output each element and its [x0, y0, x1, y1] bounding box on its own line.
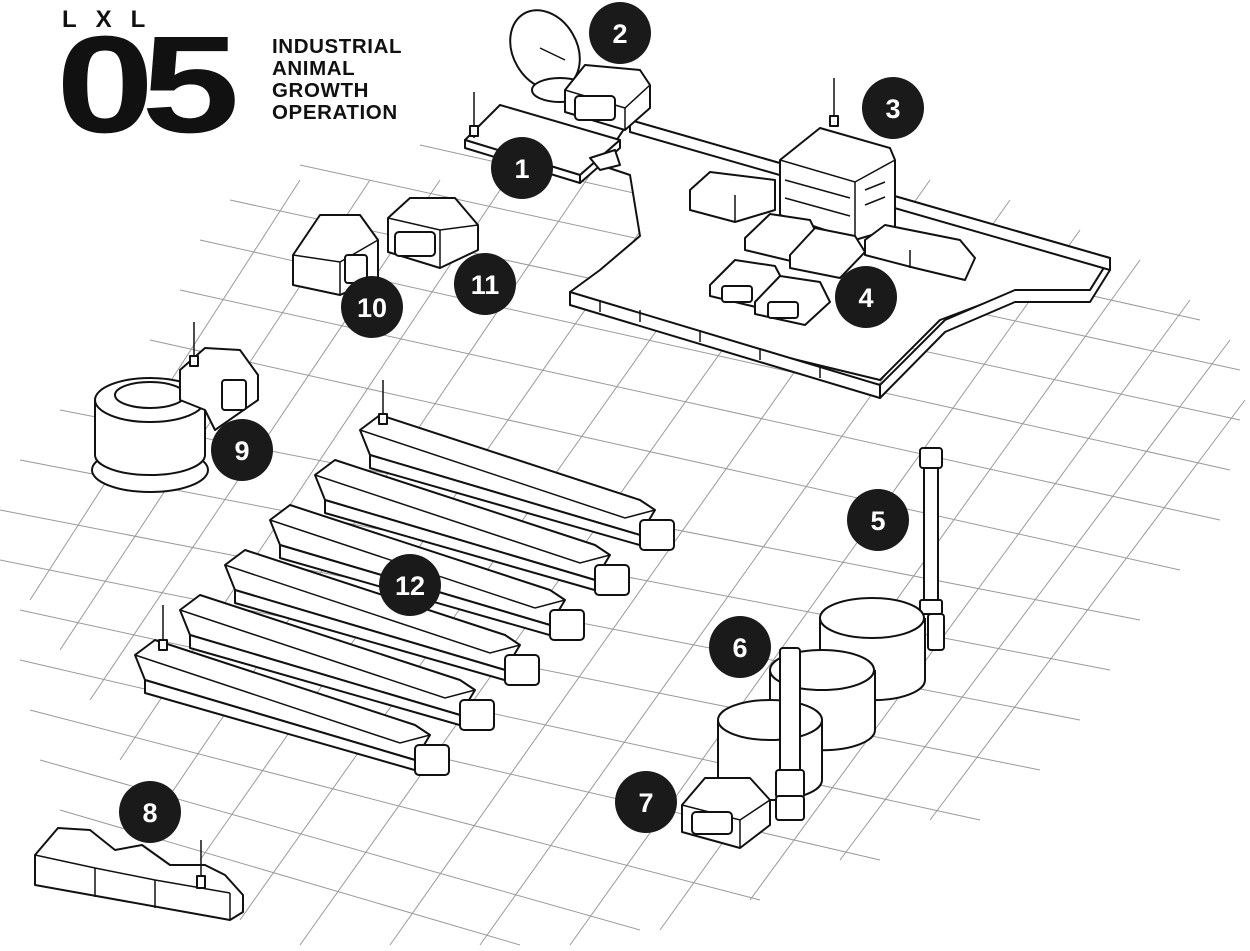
building-2-satellite-shed — [509, 9, 651, 131]
marker-label: 11 — [471, 270, 500, 300]
marker-5: 5 — [847, 489, 909, 551]
marker-8: 8 — [119, 781, 181, 843]
marker-label: 4 — [858, 283, 873, 313]
marker-7: 7 — [615, 771, 677, 833]
building-3-tower-block — [689, 78, 976, 281]
marker-label: 6 — [732, 633, 747, 663]
series-label: LXL — [62, 6, 165, 33]
marker-badge — [862, 77, 924, 139]
marker-label: 9 — [234, 436, 249, 466]
marker-10: 10 — [341, 276, 403, 338]
marker-badge — [119, 781, 181, 843]
marker-badge — [589, 2, 651, 64]
building-10-shed — [292, 214, 379, 296]
building-7-shed — [681, 777, 771, 849]
marker-1: 1 — [491, 137, 553, 199]
marker-12: 12 — [379, 554, 441, 616]
marker-11: 11 — [454, 253, 516, 315]
title-line: ANIMAL — [272, 57, 356, 80]
title-line: GROWTH — [272, 79, 369, 102]
barn-row-12 — [134, 380, 675, 776]
marker-3: 3 — [862, 77, 924, 139]
issue-number: 05 — [56, 8, 240, 162]
marker-6: 6 — [709, 616, 771, 678]
marker-2: 2 — [589, 2, 651, 64]
item-5-vent-stack — [919, 447, 945, 651]
marker-9: 9 — [211, 419, 273, 481]
marker-badge — [341, 276, 403, 338]
building-11-shed — [387, 197, 479, 269]
page-title: INDUSTRIAL ANIMAL GROWTH OPERATION — [272, 36, 402, 124]
marker-label: 3 — [885, 94, 900, 124]
building-8-unit-row — [34, 827, 244, 921]
building-4-unit-cluster — [709, 213, 866, 326]
marker-badge — [847, 489, 909, 551]
marker-label: 2 — [612, 19, 627, 49]
marker-badge — [211, 419, 273, 481]
header-block: LXL 05 INDUSTRIAL ANIMAL GROWTH OPERATIO… — [56, 6, 460, 154]
title-line: OPERATION — [272, 101, 398, 124]
marker-badge — [379, 554, 441, 616]
marker-label: 8 — [142, 798, 157, 828]
marker-label: 1 — [514, 154, 529, 184]
marker-label: 12 — [395, 571, 425, 601]
marker-badge — [835, 266, 897, 328]
marker-badge — [491, 137, 553, 199]
marker-4: 4 — [835, 266, 897, 328]
marker-label: 7 — [638, 788, 653, 818]
building-9-round-tank — [91, 322, 259, 493]
marker-badge — [709, 616, 771, 678]
marker-badge — [454, 253, 516, 315]
title-line: INDUSTRIAL — [272, 35, 403, 58]
marker-label: 5 — [870, 506, 885, 536]
marker-label: 10 — [357, 293, 387, 323]
marker-badge — [615, 771, 677, 833]
